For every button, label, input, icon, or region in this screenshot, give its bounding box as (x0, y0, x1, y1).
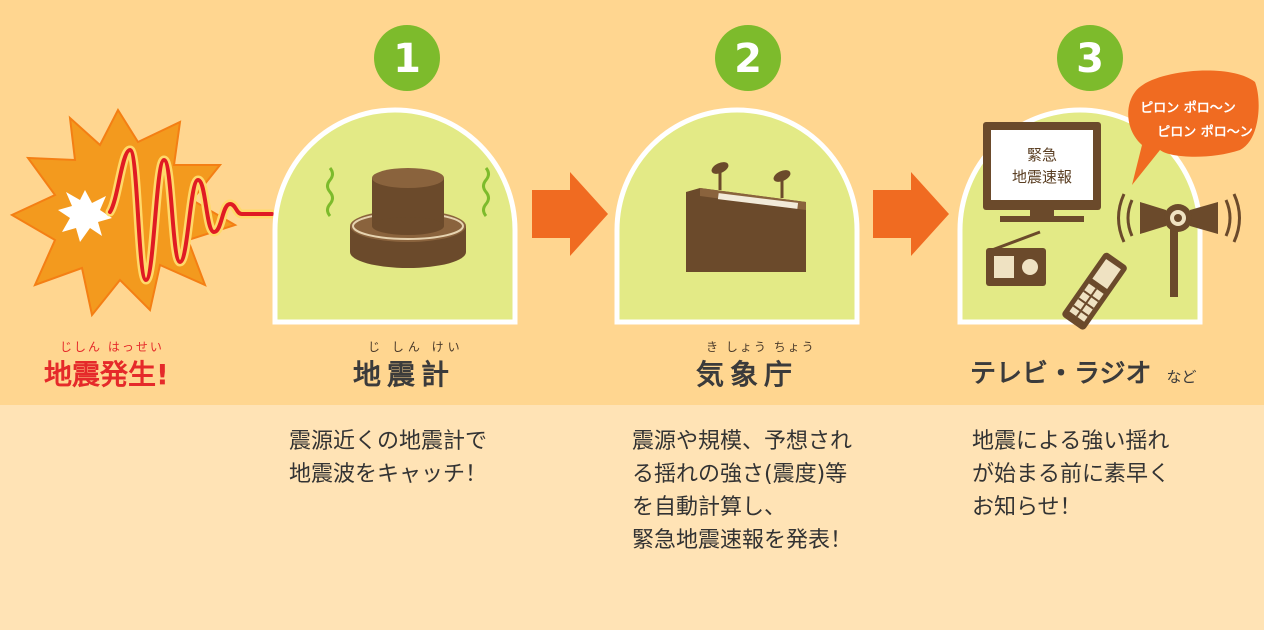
step2-description: 震源や規模、予想され る揺れの強さ(震度)等 を自動計算し、 緊急地震速報を発表… (632, 429, 853, 553)
right-arrow-icon (532, 172, 608, 256)
speech-line-1: ピロン ポロ〜ン (1140, 100, 1236, 116)
step-number-3: 3 (1076, 36, 1104, 82)
television-icon (983, 122, 1101, 222)
loudspeaker-icon (1117, 193, 1241, 297)
seismometer-icon (326, 167, 490, 268)
step1-label: 地震計 (353, 358, 456, 391)
speech-line-2: ピロン ポロ〜ン (1157, 124, 1253, 140)
step3-label-main: テレビ・ラジオ (970, 359, 1152, 389)
step2-label: 気象庁 (696, 358, 799, 391)
radio-icon (986, 230, 1046, 286)
building-with-antennas-icon (686, 162, 806, 272)
tv-screen-line-1: 緊急 (1027, 146, 1057, 164)
step2-ruby: き しょう ちょう (706, 340, 816, 354)
tv-screen-line-2: 地震速報 (1012, 168, 1072, 186)
step1-description: 震源近くの地震計で 地震波をキャッチ！ (289, 429, 488, 487)
step3-label-suffix: など (1166, 368, 1197, 386)
step-badge-2 (715, 25, 781, 91)
step-badge-1 (374, 25, 440, 91)
step-number-2: 2 (734, 36, 762, 82)
mobile-phone-icon (1062, 252, 1127, 330)
step3-description: 地震による強い揺れ が始まる前に素早く お知らせ！ (972, 429, 1171, 520)
right-arrow-icon (873, 172, 949, 256)
step-badge-3 (1057, 25, 1123, 91)
step1-ruby: じ しん けい (368, 340, 464, 354)
earthquake-burst-icon (9, 107, 277, 318)
start-label: 地震発生! (44, 358, 169, 391)
step3-label: テレビ・ラジオ など (970, 353, 1197, 390)
start-ruby: じしん はっせい (60, 340, 164, 354)
step-number-1: 1 (393, 36, 421, 82)
speech-bubble (1128, 70, 1259, 185)
